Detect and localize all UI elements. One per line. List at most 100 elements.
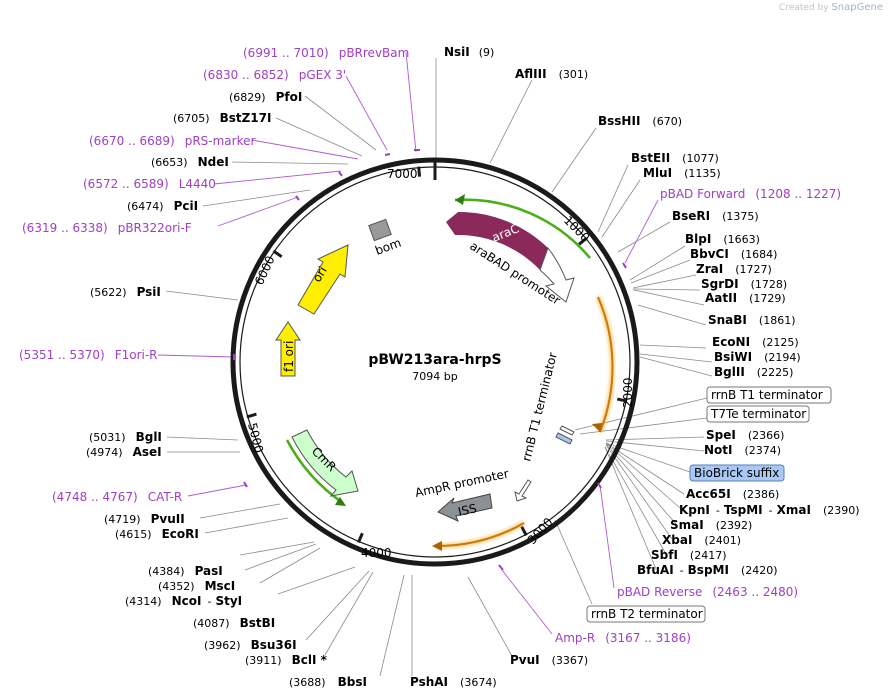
site-label: SmaI(2392) (670, 518, 752, 532)
site-label: (4974)AseI (86, 445, 162, 459)
ampR-promoter-label: AmpR promoter (414, 466, 510, 500)
orange-orf-right-head (592, 423, 602, 432)
cmR-arrow (291, 429, 359, 497)
boxed-labels: rrnB T1 terminator T7Te terminator BioBr… (586, 386, 832, 623)
site-label: BstEII(1077) (631, 151, 719, 165)
site-label: BglII(2225) (714, 365, 793, 379)
site-label: NsiI(9) (444, 45, 494, 59)
site-label: XbaI(2401) (662, 533, 741, 547)
site-label: AatII(1729) (705, 291, 786, 305)
site-label: PvuI(3367) (510, 653, 588, 667)
site-label: SgrDI(1728) (701, 277, 787, 291)
biobrick-box (689, 464, 785, 482)
tick-mark (246, 412, 257, 419)
primer-label: (6670 .. 6689)pRS-marker (89, 134, 255, 148)
site-label: (6829)PfoI (229, 90, 302, 104)
site-label: Acc65I(2386) (686, 487, 779, 501)
site-label: (3688)BbsI (289, 675, 367, 689)
plasmid-name: pBW213ara-hrpS (368, 352, 501, 368)
rrnB-T1-box-text: rrnB T1 terminator (711, 388, 823, 402)
araC-arrow (446, 211, 550, 270)
site-label: BfuAI-BspMI(2420) (637, 563, 778, 577)
site-label: (6653)NdeI (151, 155, 229, 169)
site-label: BbvCI(1684) (690, 247, 777, 261)
f1-ori-arrow (275, 321, 301, 377)
tick-label-2000: 2000 (621, 377, 635, 408)
tick-mark (417, 166, 422, 177)
site-label: BlpI(1663) (685, 232, 760, 246)
tick-mark (578, 236, 588, 246)
site-label: (4352)MscI (158, 579, 235, 593)
primer-label: (6319 .. 6338)pBR322ori-F (22, 221, 192, 235)
site-label: PshAI(3674) (410, 675, 497, 689)
cmR-green-orf (285, 439, 344, 505)
site-label: (4384)PasI (148, 564, 223, 578)
site-label: MluI(1135) (643, 166, 721, 180)
primer-label: (4748 .. 4767)CAT-R (52, 490, 182, 504)
site-label: (3911)BclI * (245, 653, 328, 667)
f1-ori-label: f1 ori (282, 341, 296, 372)
site-label: SbfI(2417) (651, 548, 727, 562)
site-label: SnaBI(1861) (708, 313, 795, 327)
primer-label: pBAD Reverse(2463 .. 2480) (617, 585, 798, 599)
iss-label: ISS (457, 501, 478, 519)
site-label: (5622)PsiI (90, 285, 161, 299)
ori-arrow (297, 244, 349, 315)
t7te-box-text: T7Te terminator (710, 407, 806, 421)
biobrick-box-text: BioBrick suffix (694, 466, 779, 480)
iss-arrow (437, 493, 493, 522)
primer-label: (6572 .. 6589)L4440 (83, 177, 216, 191)
rrnB-T1-terminator-label: rrnB T1 terminator (519, 351, 560, 463)
site-label: AflIII(301) (515, 67, 588, 81)
primer-label: pBAD Forward(1208 .. 1227) (660, 187, 841, 201)
primer-marks (233, 149, 627, 571)
site-label: BssHII(670) (598, 114, 682, 128)
primer-label: (6830 .. 6852)pGEX 3' (203, 68, 346, 82)
orange-orf-right (597, 296, 614, 433)
site-label: (4087)BstBI (193, 616, 275, 630)
primer-label: Amp-R(3167 .. 3186) (555, 631, 691, 645)
rrnB-T1-terminator-mark (555, 432, 573, 445)
site-label: BsiWI(2194) (714, 350, 801, 364)
primer-label: (5351 .. 5370)F1ori-R (19, 348, 158, 362)
plasmid-size: 7094 bp (412, 370, 457, 383)
site-label: (4314)NcoI-StyI (125, 594, 242, 608)
cmR-green-orf-head (335, 497, 346, 506)
tick-mark (272, 249, 283, 258)
site-label: (5031)BglI (89, 430, 162, 444)
bom-box (368, 218, 392, 242)
site-label: (4615)EcoRI (115, 527, 199, 541)
orange-orf-bottom-head (432, 541, 442, 551)
rrnB-T1-box (706, 386, 832, 404)
tick-marks (246, 166, 628, 544)
ampR-promoter-arrow (514, 479, 532, 502)
araBAD-promoter-arrow (539, 246, 575, 303)
araC-green-orf (454, 198, 591, 259)
created-by-text: Created by (779, 3, 829, 13)
rrnB-T2-box-text: rrnB T2 terminator (591, 607, 703, 621)
site-label: EcoNI(2125) (712, 335, 799, 349)
site-label: (6705)BstZ17I (173, 111, 271, 125)
rrnB-T2-box (586, 605, 706, 623)
t7te-terminator-mark (559, 425, 575, 436)
tick-mark (616, 397, 628, 403)
site-label: (4719)PvuII (104, 512, 185, 526)
tick-mark (520, 525, 528, 537)
primer-label: (6991 .. 7010)pBRrevBam (243, 46, 409, 60)
tick-label-4000: 4000 (361, 546, 392, 560)
orange-orf-bottom (435, 522, 525, 548)
araC-green-orf-head (455, 194, 465, 205)
leader-lines (157, 51, 713, 677)
site-label: NotI(2374) (704, 443, 781, 457)
t7te-box (706, 405, 810, 423)
site-label: KpnI-TspMI-XmaI(2390) (679, 503, 860, 517)
tick-mark (357, 532, 364, 544)
plasmid-backbone (230, 157, 640, 567)
site-label: (6474)PciI (127, 199, 198, 213)
tick-label-7000: 7000 (387, 167, 418, 181)
site-labels: NsiI(9) AflIII(301) BssHII(670) BstEII(1… (19, 45, 860, 689)
snapgene-logo: SnapGene (831, 2, 883, 13)
site-label: BseRI(1375) (672, 209, 759, 223)
snapgene-watermark: Created by SnapGene (779, 2, 883, 13)
